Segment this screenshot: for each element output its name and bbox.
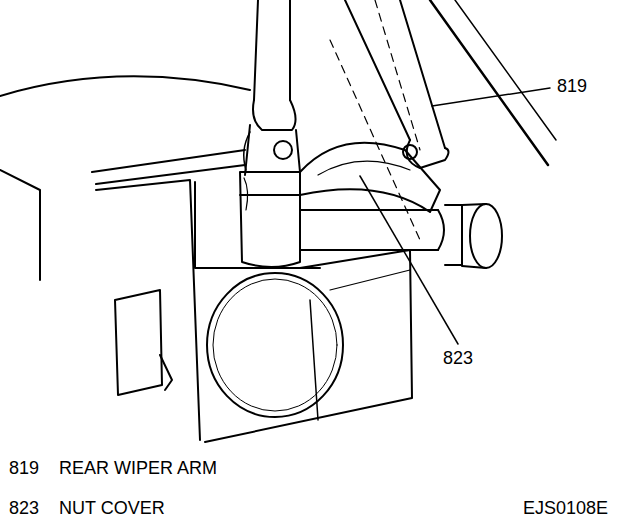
hinge-pin: [403, 145, 417, 159]
arm-head: [240, 194, 300, 196]
hinge-pin: [274, 141, 292, 159]
part-name: NUT COVER: [58, 498, 166, 518]
bracket: [115, 290, 162, 395]
spindle-knob: [470, 204, 502, 268]
wiper-rod: [254, 0, 290, 100]
housing-hole: [213, 279, 337, 411]
nut-cover: [300, 143, 440, 212]
leader-line: [432, 88, 550, 106]
wiper-arm: [330, 40, 420, 240]
callout-number: 823: [8, 498, 40, 518]
housing: [195, 182, 412, 442]
housing: [330, 270, 410, 290]
wiper-rod: [253, 100, 296, 130]
body-line: [0, 170, 40, 280]
arm-head: [240, 172, 300, 267]
wiper-arm: [407, 140, 449, 168]
arm-head: [245, 125, 300, 175]
callout-number: 823: [442, 348, 474, 368]
callout-number: 819: [556, 76, 588, 96]
spindle: [300, 210, 438, 250]
arm-head: [244, 132, 250, 170]
spindle: [438, 210, 444, 250]
leader-line: [360, 176, 458, 344]
part-name: REAR WIPER ARM: [58, 458, 218, 478]
glass-edge: [455, 0, 556, 140]
bracket: [160, 355, 172, 390]
housing-hole: [207, 273, 343, 417]
body-line: [96, 180, 200, 440]
wiper-arm: [375, 0, 420, 150]
body-line: [0, 76, 250, 96]
wiper-arm: [345, 0, 445, 148]
glass-edge: [430, 0, 548, 165]
nut-cover: [318, 161, 410, 175]
spindle: [445, 205, 462, 265]
figure-code: EJS0108E: [522, 498, 609, 518]
housing: [300, 267, 320, 269]
spindle-knob: [462, 204, 486, 268]
arm-head: [244, 178, 248, 210]
callout-number: 819: [8, 458, 40, 478]
